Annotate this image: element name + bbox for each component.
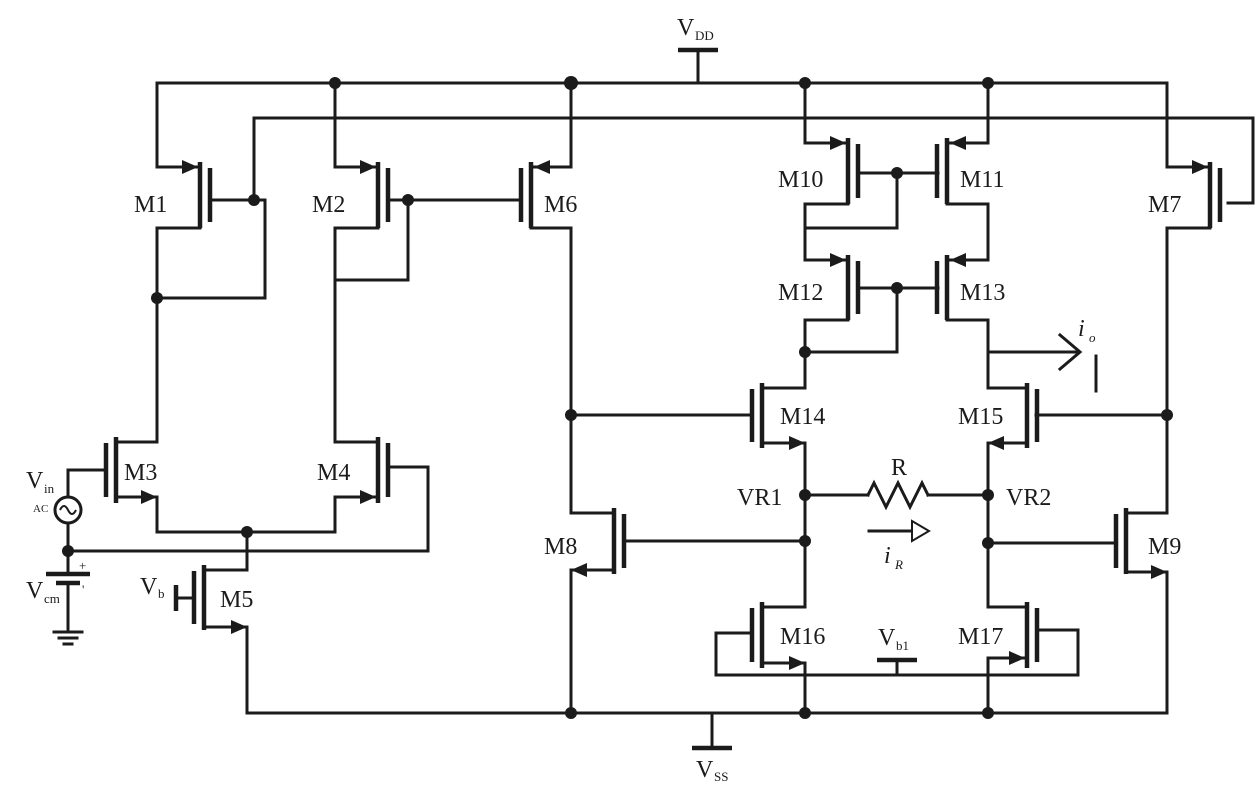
transistor-m13 (934, 253, 1098, 393)
vr2-label: VR2 (1006, 485, 1051, 511)
transistor-m10 (803, 81, 940, 262)
transistor-m1 (155, 81, 267, 444)
feedback-rail (252, 116, 1255, 205)
label-m3: M3 (124, 460, 157, 486)
transistor-m4 (333, 437, 430, 553)
io-label: i (1078, 316, 1085, 342)
transistor-m12 (803, 253, 940, 390)
transistor-m14 (749, 383, 807, 609)
vin-label-sub: in (44, 481, 55, 496)
transistor-m5 (173, 530, 249, 715)
label-m7: M7 (1148, 192, 1181, 218)
label-m15: M15 (958, 404, 1003, 430)
label-m11: M11 (960, 167, 1004, 193)
vcm-label-sub: cm (44, 591, 60, 606)
input-source (46, 468, 430, 646)
label-m13: M13 (960, 280, 1005, 306)
label-m6: M6 (544, 192, 577, 218)
vin-label: V (26, 468, 44, 494)
io-label-sub: o (1089, 330, 1096, 345)
transistor-m15 (986, 383, 1040, 609)
label-m5: M5 (220, 587, 253, 613)
vb1-label: V (878, 625, 896, 651)
transistor-m11 (934, 81, 990, 262)
vdd-label: V (677, 15, 695, 41)
junction-dots (62, 76, 1173, 719)
label-m14: M14 (780, 404, 825, 430)
transistor-m2 (333, 81, 522, 444)
label-m17: M17 (958, 624, 1003, 650)
vb1-label-sub: b1 (896, 638, 909, 653)
label-m10: M10 (778, 167, 823, 193)
vss-label: V (696, 757, 714, 783)
transistor-m6 (518, 81, 754, 515)
label-m9: M9 (1148, 534, 1181, 560)
minus-label: ' (82, 582, 84, 597)
resistor-label: R (891, 455, 907, 481)
vss-rail (245, 711, 1169, 751)
vb-label-sub: b (158, 586, 165, 601)
ir-label-sub: R (894, 557, 903, 572)
current-arrow-ir (867, 519, 931, 543)
label-m2: M2 (312, 192, 345, 218)
resistor-r (803, 479, 990, 511)
transistor-m17 (986, 602, 1080, 715)
plus-label: + (79, 558, 86, 573)
vdd-label-sub: DD (695, 28, 714, 43)
transistor-m9 (986, 508, 1169, 715)
transistor-m7 (1034, 81, 1223, 515)
ac-label: AC (33, 503, 48, 515)
vb1-bias-line (714, 657, 1080, 677)
transistor-m3 (103, 437, 337, 534)
vr1-label: VR1 (737, 485, 782, 511)
vb-label: V (140, 574, 158, 600)
label-m12: M12 (778, 280, 823, 306)
label-m16: M16 (780, 624, 825, 650)
label-m4: M4 (317, 460, 350, 486)
ir-label: i (884, 543, 891, 569)
transistor-m16 (714, 602, 807, 715)
label-m8: M8 (544, 534, 577, 560)
vdd-rail (155, 47, 1169, 85)
vss-label-sub: SS (714, 769, 728, 784)
label-m1: M1 (134, 192, 167, 218)
vcm-label: V (26, 578, 44, 604)
transistor-m8 (569, 508, 807, 715)
